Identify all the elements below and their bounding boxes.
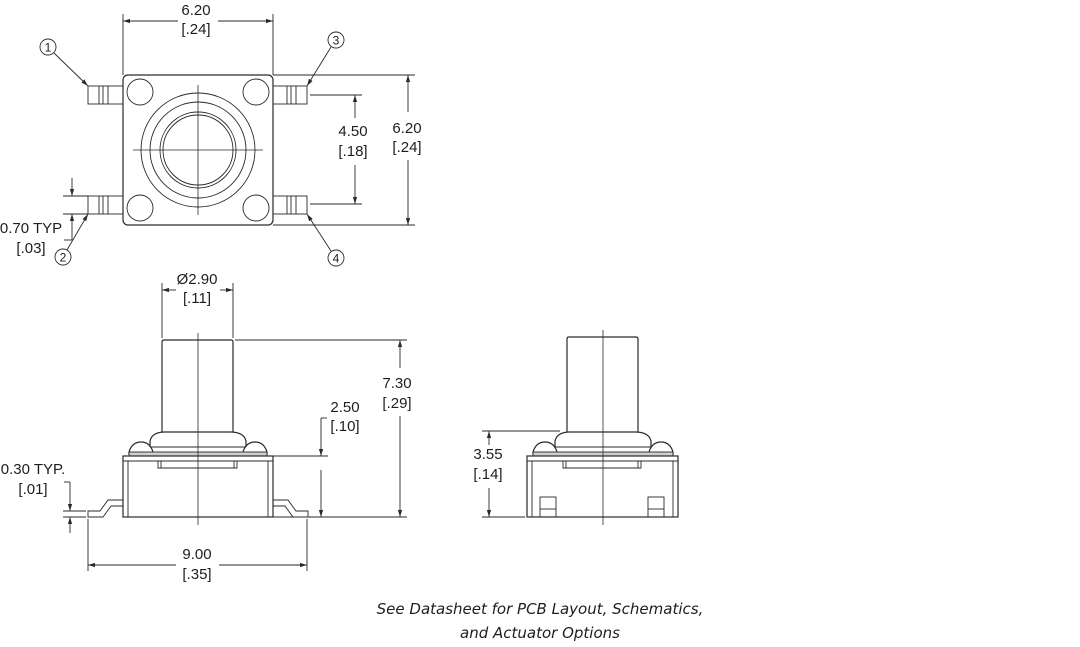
dim-value: 6.20 [392,120,421,137]
dim-value: 4.50 [338,123,367,140]
lead-foot-right [647,496,665,518]
collar [554,431,652,447]
dim-top-width: 6.20 [.24] [122,2,274,75]
terminal-1 [87,85,124,105]
side-view: Ø2.90 [.11] 7.30 [.29] 2.50 [.10] [1,271,412,583]
dim-inch: [.14] [473,466,502,483]
dim-inch: [.01] [18,481,47,498]
dim-inch: [.29] [382,395,411,412]
dim-inch: [.35] [182,566,211,583]
note-line-1: See Datasheet for PCB Layout, Schematics… [376,600,704,618]
terminal-4 [272,195,308,215]
actuator-stem [566,336,639,432]
corner-hole [242,194,270,222]
dim-value: 9.00 [182,546,211,563]
dim-inch: [.18] [338,143,367,160]
collar [149,431,247,447]
corner-hole [242,78,270,106]
pin-label: 2 [60,251,67,265]
pin-label: 1 [45,41,52,55]
pin-callout-4: 4 [306,213,345,267]
top-body-outline [122,74,274,226]
dim-inch: [.24] [392,139,421,156]
dim-value: 2.50 [330,399,359,416]
dim-inch: [.03] [16,240,45,257]
pin-callout-2: 2 [54,213,89,266]
pin-callout-1: 1 [39,38,89,87]
top-view: 1 2 3 4 6.20 [.24] [0,2,422,267]
dim-value: 0.70 TYP [0,220,62,237]
pin-label: 4 [333,252,340,266]
dim-value: 6.20 [181,2,210,19]
dim-value: 0.30 TYP. [1,461,66,478]
bump-right [648,441,674,455]
corner-hole [126,78,154,106]
actuator-stem [161,339,234,432]
dim-inch: [.10] [330,418,359,435]
end-view: 3.55 [.14] [473,330,679,525]
dim-pin-pitch: 4.50 [.18] [310,94,368,205]
dim-body-height: 2.50 [.10] [273,399,360,517]
lead-left [87,499,123,518]
dim-overall-width: 9.00 [.35] [87,519,308,583]
dim-value: 7.30 [382,375,411,392]
lead-foot-left [539,496,557,518]
bump-right [242,441,268,455]
terminal-2 [87,195,124,215]
pin-label: 3 [333,34,340,48]
pin-callout-3: 3 [306,31,345,87]
lead-right [273,499,309,518]
dim-inch: [.11] [183,290,211,307]
bump-left [532,441,558,455]
dim-lead-thickness: 0.30 TYP. [.01] [1,461,86,533]
end-body [526,455,679,518]
inner-recess [157,461,238,469]
dim-pin-width: 0.70 TYP [.03] [0,178,88,257]
dim-stem-diameter: Ø2.90 [.11] [161,271,234,338]
terminal-3 [272,85,308,105]
dim-value: Ø2.90 [177,271,218,288]
corner-hole [126,194,154,222]
dim-total-height: 7.30 [.29] [235,339,412,518]
inner-recess [562,461,642,469]
dim-top-height: 6.20 [.24] [273,74,422,226]
dim-value: 3.55 [473,446,502,463]
dim-inch: [.24] [181,21,210,38]
dim-collar-height: 3.55 [.14] [473,430,560,518]
bump-left [128,441,154,455]
note-line-2: and Actuator Options [460,624,620,642]
